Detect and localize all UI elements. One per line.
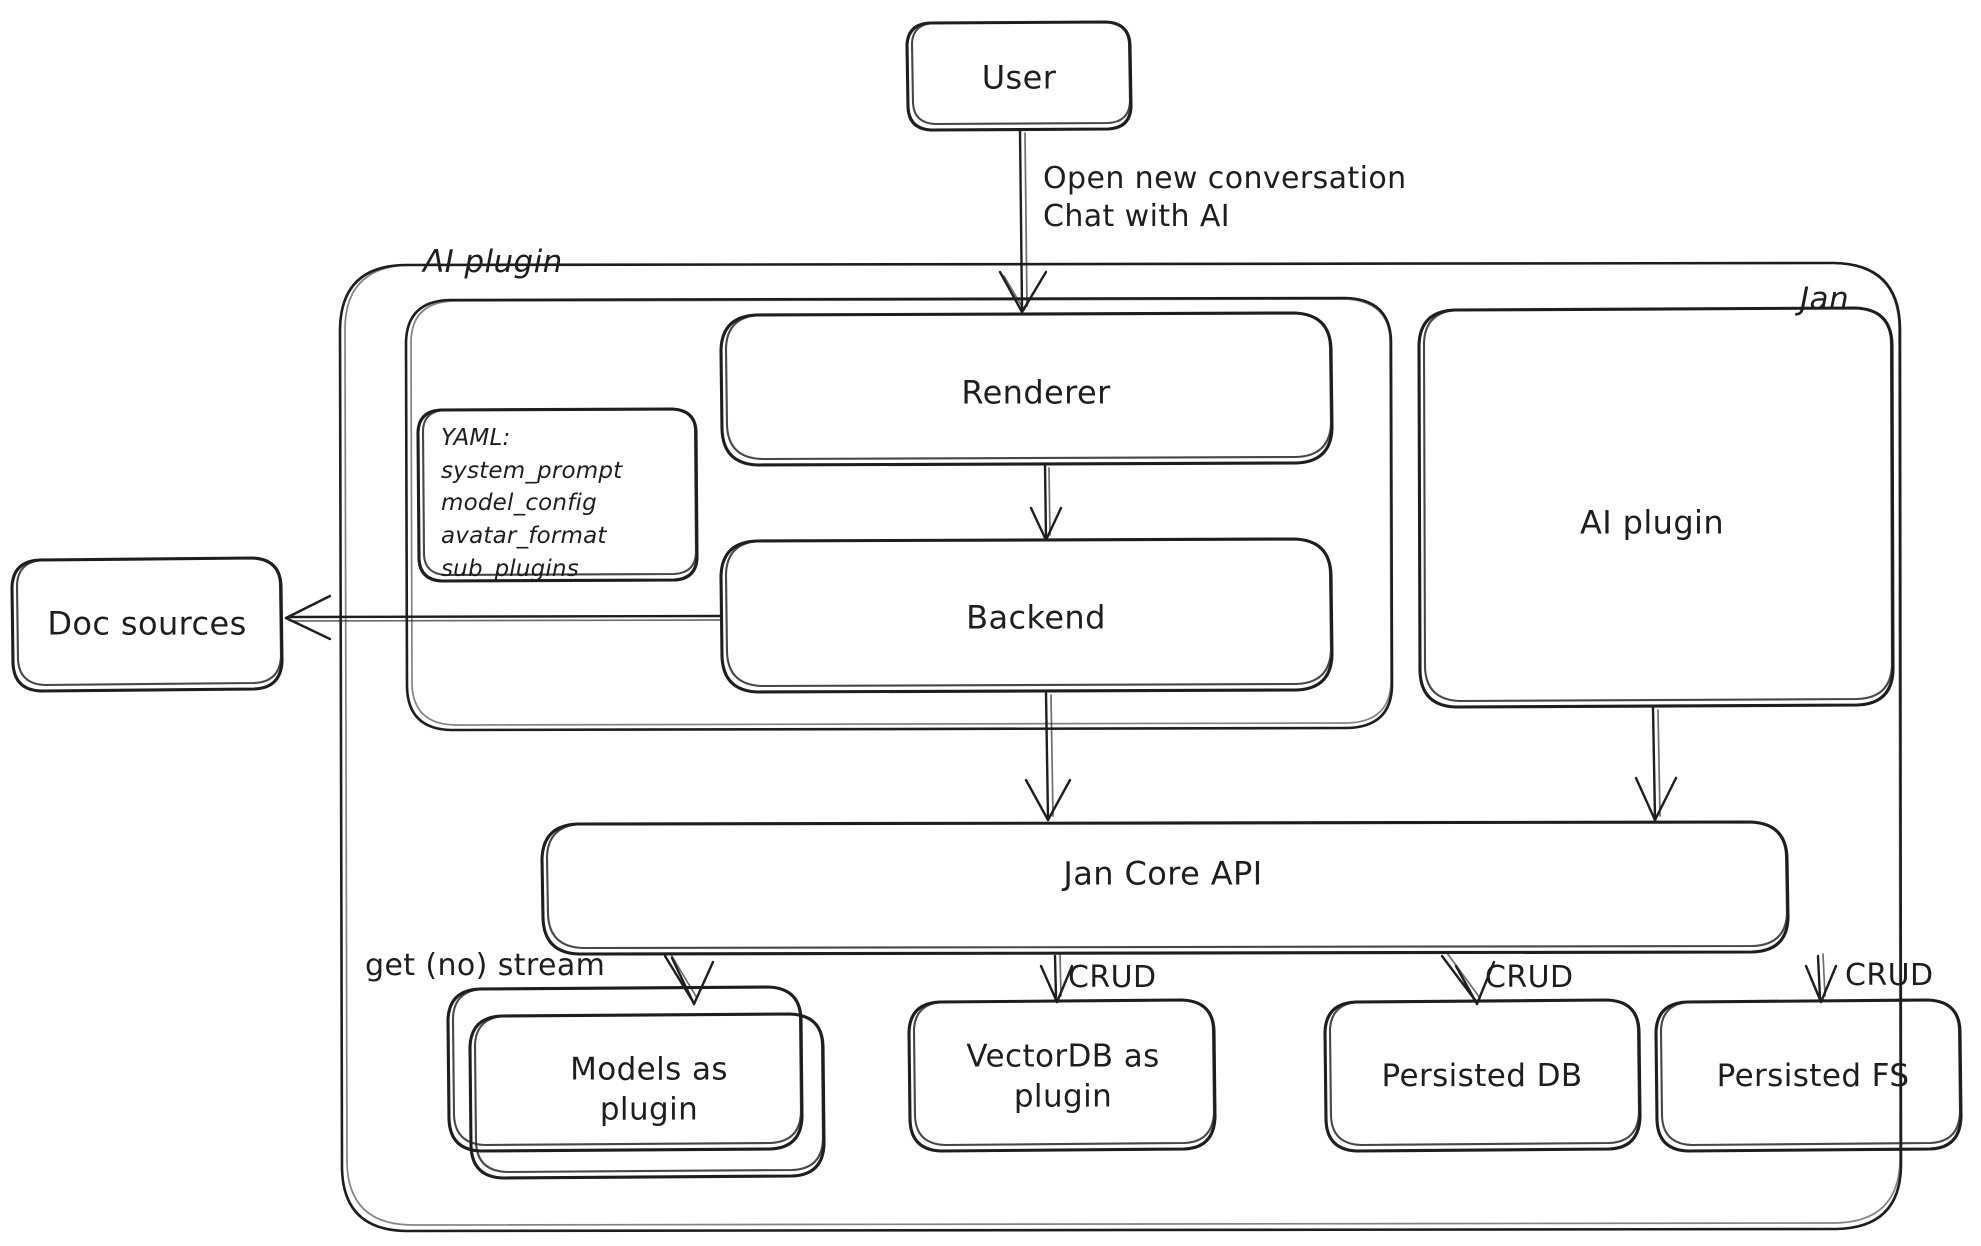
edge-label-crud-persisted-fs: CRUD	[1845, 958, 1934, 993]
persisted-fs-box-shape	[1654, 998, 1963, 1153]
user-box-shape	[905, 20, 1133, 132]
edge-label-crud-persisted-db: CRUD	[1485, 960, 1574, 995]
persisted-db-node-label: Persisted DB	[1381, 1058, 1583, 1095]
arrow-core-api-to-persisted-db	[1440, 952, 1496, 1006]
persisted-db-box-shape	[1323, 998, 1642, 1153]
backend-box-shape	[719, 537, 1334, 694]
arrow-ai-plugin-to-core-api	[1634, 706, 1678, 822]
arrow-backend-to-core-api	[1024, 691, 1072, 822]
persisted-fs-node-label: Persisted FS	[1716, 1058, 1910, 1095]
vectordb-plugin-box-shape	[907, 998, 1217, 1153]
backend-node-label: Backend	[966, 598, 1106, 637]
arrow-core-api-to-vectordb	[1039, 953, 1074, 1004]
edge-label-crud-vectordb: CRUD	[1068, 960, 1157, 995]
renderer-node-label: Renderer	[961, 373, 1111, 412]
user-node-label: User	[981, 58, 1057, 97]
edge-label-user-to-renderer: Open new conversation Chat with AI	[1043, 161, 1407, 235]
yaml-note-shape	[416, 407, 699, 583]
arrow-core-api-to-models	[663, 952, 715, 1006]
jan-core-api-node-label: Jan Core API	[1063, 854, 1263, 893]
ai-plugin-box-shape	[1417, 306, 1895, 709]
models-plugin-box-shape	[446, 985, 826, 1180]
doc-sources-box-shape	[10, 556, 284, 693]
renderer-box-shape	[719, 311, 1334, 467]
jan-core-api-box-shape	[540, 820, 1790, 956]
jan-container-label: Jan	[1800, 281, 1849, 317]
arrow-renderer-to-backend	[1029, 464, 1063, 542]
ai-plugin-node-label: AI plugin	[1579, 503, 1725, 542]
ai-plugin-group-label: AI plugin	[423, 244, 563, 280]
arrow-user-to-renderer	[998, 129, 1048, 314]
jan-container-shape	[338, 261, 1903, 1233]
doc-sources-node-label: Doc sources	[47, 604, 247, 643]
ai-plugin-group-shape	[404, 296, 1394, 732]
yaml-note-label: YAML: system_prompt model_config avatar_…	[441, 425, 623, 582]
models-plugin-node-label: Models as plugin	[570, 1051, 728, 1127]
vectordb-plugin-node-label: VectorDB as plugin	[966, 1038, 1160, 1114]
arrow-core-api-to-persisted-fs	[1804, 953, 1838, 1004]
arrow-backend-to-doc-sources	[284, 594, 724, 641]
edge-label-get-no-stream: get (no) stream	[365, 948, 606, 983]
